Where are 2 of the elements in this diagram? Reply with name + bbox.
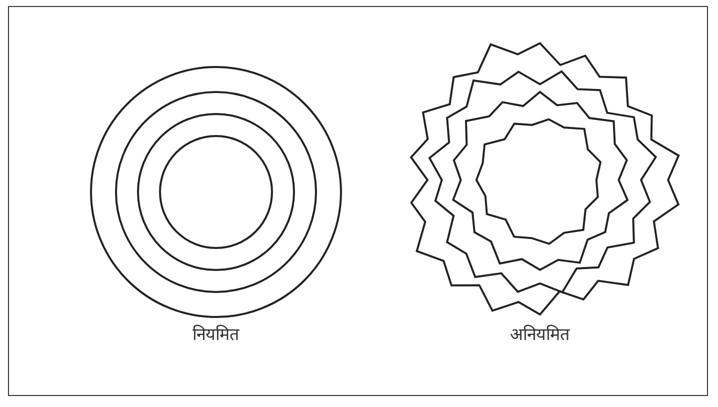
regular-caption: नियमित: [192, 324, 240, 345]
irregular-caption: अनियमित: [510, 324, 570, 345]
